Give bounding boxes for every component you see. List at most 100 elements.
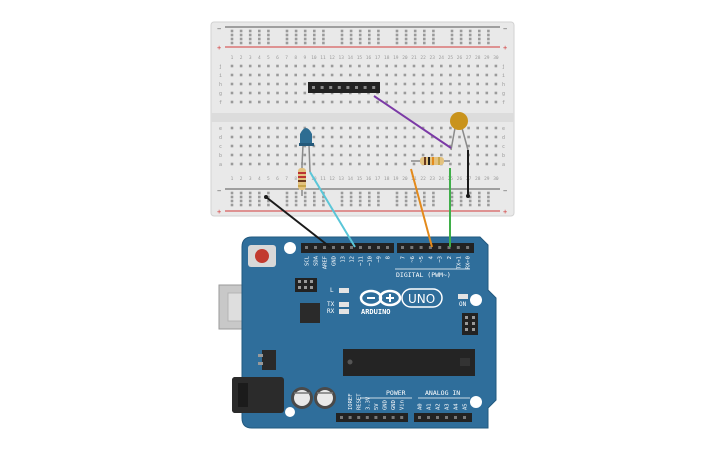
reset-button[interactable]: [255, 249, 269, 263]
rail-hole: [450, 199, 454, 203]
breadboard-hole: [467, 82, 470, 86]
rail-hole: [468, 33, 472, 37]
rail-hole: [358, 41, 362, 45]
breadboard-hole: [239, 144, 243, 148]
column-label: 30: [493, 55, 499, 61]
on-led-label: ON: [459, 301, 467, 308]
resistor-vertical[interactable]: [298, 162, 306, 196]
breadboard-hole: [303, 162, 307, 166]
breadboard-hole: [303, 64, 307, 68]
rail-hole: [258, 199, 261, 203]
rail-hole: [239, 203, 243, 207]
power-pin-label: RESET: [357, 393, 363, 410]
breadboard-hole: [339, 153, 343, 157]
breadboard-hole: [321, 126, 325, 130]
rail-hole: [303, 37, 307, 41]
breadboard-hole: [312, 135, 316, 139]
breadboard-hole: [321, 162, 325, 166]
breadboard-hole: [376, 64, 379, 68]
breadboard-hole: [394, 100, 398, 104]
orange-wire-pin4[interactable]: [410, 168, 433, 248]
column-label: 3: [249, 55, 252, 61]
breadboard-hole: [494, 153, 498, 157]
column-label: 4: [258, 176, 261, 182]
breadboard-hole: [421, 91, 425, 95]
header-pin: [445, 416, 448, 419]
rail-hole: [404, 203, 408, 207]
rail-hole: [313, 37, 316, 41]
rail-hole: [294, 203, 298, 207]
breadboard-hole: [349, 162, 352, 166]
digital-pin-label: RX←0: [466, 256, 472, 269]
led-body: [300, 128, 312, 145]
breadboard-hole: [239, 153, 243, 157]
header-pin: [456, 246, 460, 249]
rail-hole: [358, 195, 362, 199]
column-label: 15: [357, 55, 363, 61]
breadboard-hole: [248, 100, 252, 104]
column-label: 24: [439, 176, 445, 182]
breadboard-hole: [349, 153, 352, 157]
breadboard-hole: [358, 64, 361, 68]
pin-header-strip[interactable]: [308, 82, 380, 93]
breadboard[interactable]: − + − + − + − + 112233445566778899101011…: [210, 21, 515, 217]
breadboard-hole: [339, 126, 343, 130]
breadboard-hole: [458, 91, 461, 95]
breadboard-hole: [440, 126, 443, 130]
rail-hole: [239, 191, 243, 195]
rail-hole: [404, 195, 408, 199]
breadboard-hole: [494, 91, 498, 95]
row-label: d: [502, 135, 505, 141]
row-label: h: [219, 82, 222, 88]
rail-hole: [413, 41, 417, 45]
breadboard-hole: [485, 64, 489, 68]
rail-hole: [239, 195, 243, 199]
blue-led[interactable]: [299, 128, 314, 173]
breadboard-hole: [430, 100, 434, 104]
breadboard-hole: [467, 91, 470, 95]
digital-pin-label: ~11: [359, 256, 365, 266]
rail-hole: [239, 33, 243, 37]
row-label: a: [502, 162, 505, 168]
breadboard-hole: [476, 73, 479, 77]
digital-pin-label: ~9: [377, 256, 383, 263]
rail-hole: [358, 199, 362, 203]
black-wire-gnd[interactable]: [265, 196, 331, 248]
column-label: 14: [348, 55, 354, 61]
breadboard-hole: [330, 162, 334, 166]
purple-wire[interactable]: [373, 95, 452, 149]
breadboard-hole: [421, 135, 425, 139]
breadboard-hole: [412, 91, 416, 95]
rail-hole: [349, 37, 353, 41]
breadboard-hole: [449, 162, 452, 166]
breadboard-hole: [267, 126, 270, 130]
breadboard-hole: [412, 126, 416, 130]
column-label: 14: [348, 176, 354, 182]
breadboard-hole: [412, 100, 416, 104]
analog-pin-label: A1: [427, 403, 433, 410]
rail-hole: [478, 41, 481, 45]
rail-hole: [413, 203, 417, 207]
resistor-horizontal[interactable]: [411, 157, 450, 165]
header-pin: [401, 246, 404, 249]
rail-hole: [377, 41, 380, 45]
rail-hole: [368, 199, 371, 203]
tx-led-label: TX: [327, 301, 335, 308]
rail-hole: [478, 199, 481, 203]
breadboard-hole: [285, 126, 288, 130]
breadboard-hole: [430, 135, 434, 139]
cyan-wire-pin12[interactable]: [309, 171, 356, 248]
breadboard-hole: [276, 144, 279, 148]
column-label: 16: [366, 55, 372, 61]
header-pin: [368, 246, 371, 249]
ceramic-capacitor[interactable]: [450, 112, 469, 151]
rail-hole: [303, 195, 307, 199]
breadboard-hole: [394, 153, 398, 157]
breadboard-hole: [239, 162, 243, 166]
digital-pin-label: 13: [341, 256, 347, 263]
breadboard-hole: [458, 153, 461, 157]
rail-hole: [358, 33, 362, 37]
arduino-uno-board[interactable]: L TX RX ON ARDUINO UNO DIGITAL (PWM~): [218, 236, 497, 429]
rail-hole: [303, 41, 307, 45]
